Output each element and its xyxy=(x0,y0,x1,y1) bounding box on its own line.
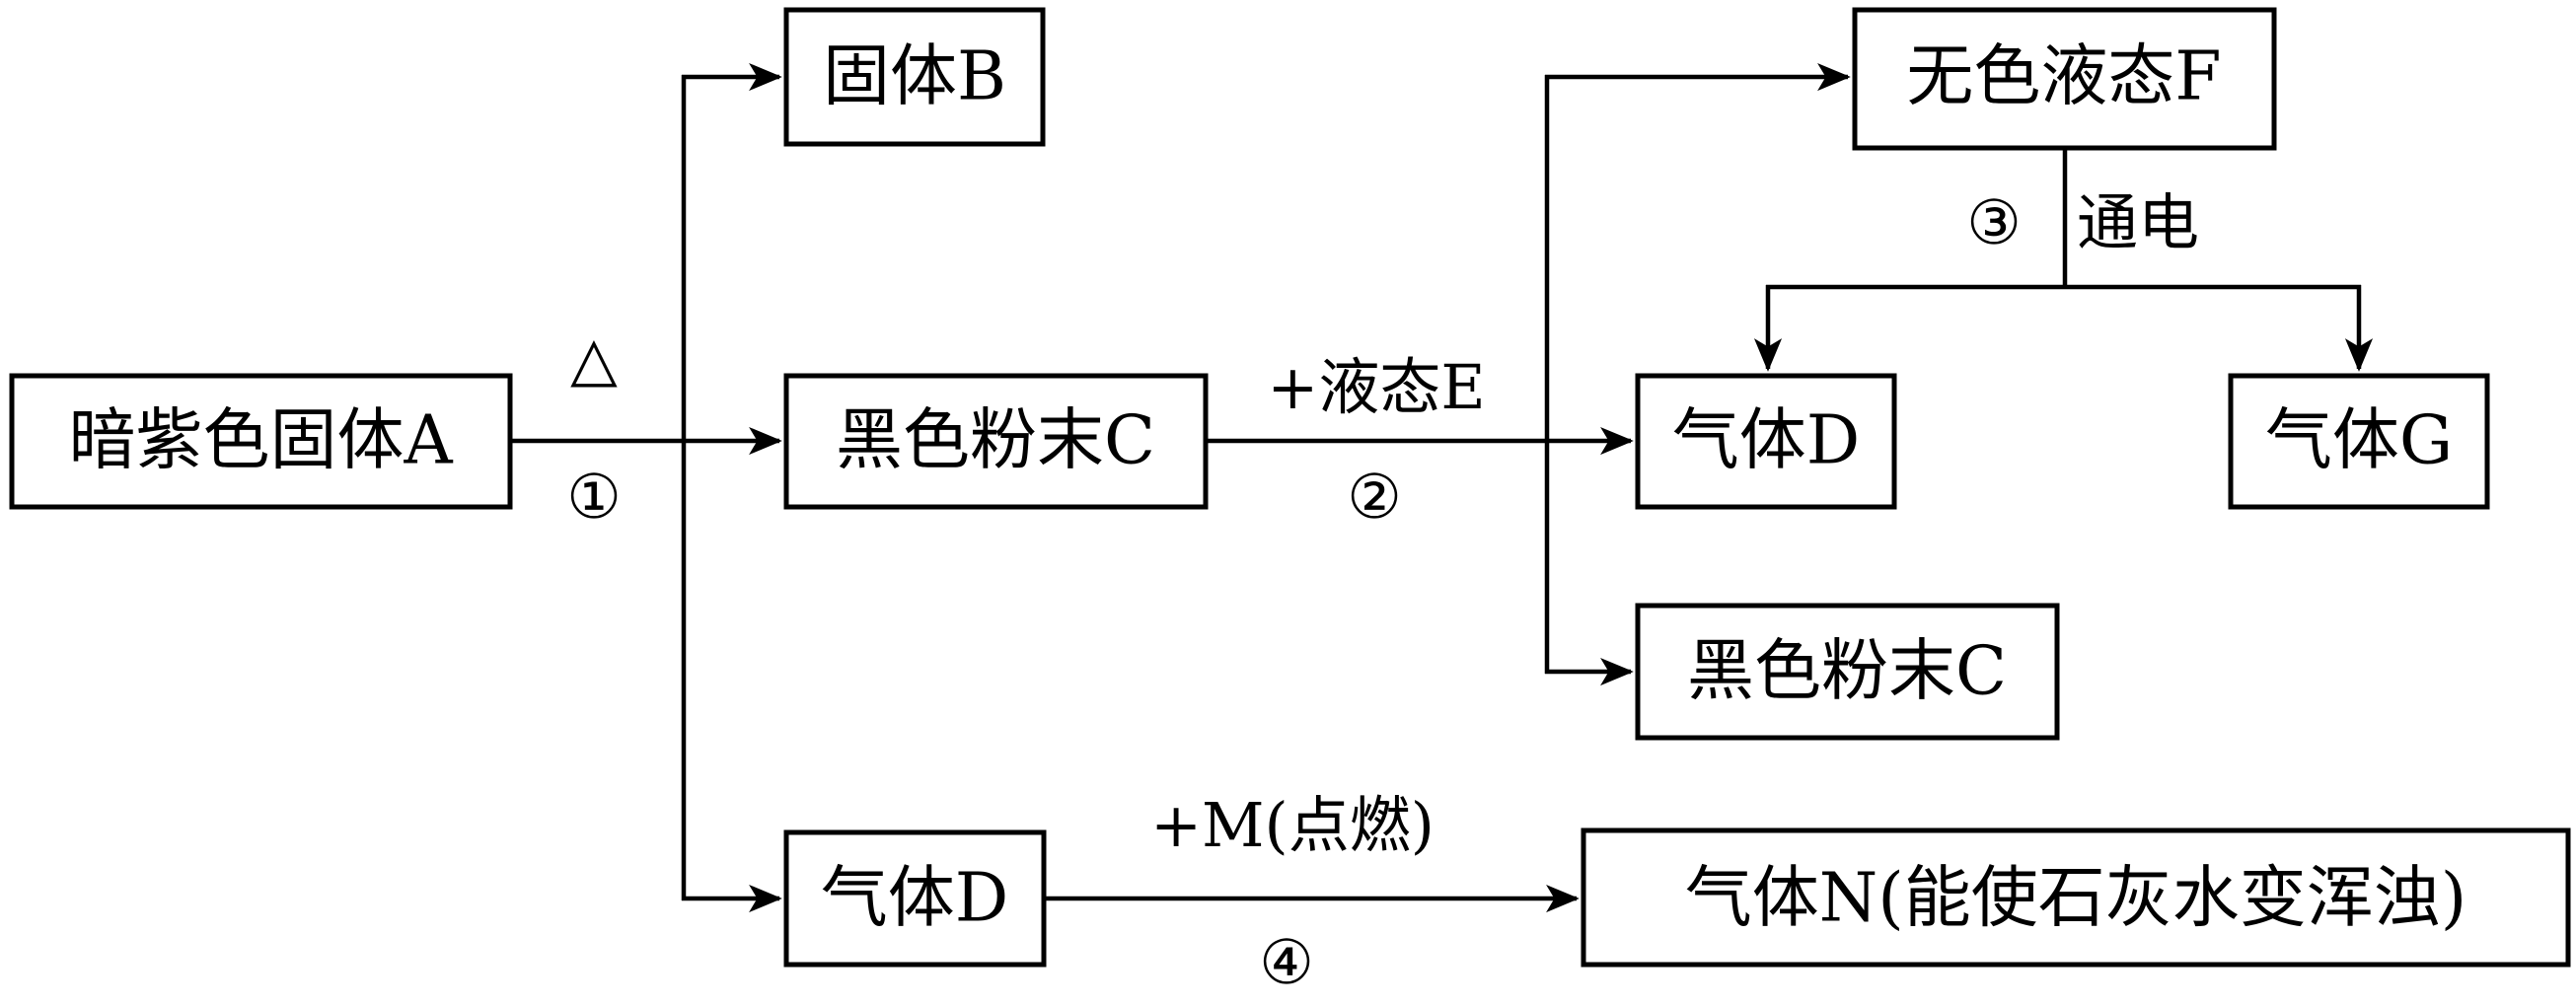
step4-reagent: +M(点燃) xyxy=(1150,789,1435,861)
node-d2: 气体D xyxy=(1635,373,1897,510)
node-n-label: 气体N(能使石灰水变浑浊) xyxy=(1685,860,2467,938)
node-g: 气体G xyxy=(2228,373,2490,510)
step4-number: ④ xyxy=(1259,926,1314,998)
node-f-label: 无色液态F xyxy=(1906,38,2221,116)
node-a-label: 暗紫色固体A xyxy=(68,402,453,480)
step2-reagent: +液态E xyxy=(1267,351,1485,423)
node-b: 固体B xyxy=(783,7,1046,147)
node-c2: 黑色粉末C xyxy=(1635,603,2060,741)
step1-condition: △ xyxy=(570,323,618,395)
node-d1-label: 气体D xyxy=(821,860,1009,938)
step1-number: ① xyxy=(566,461,622,533)
node-d2-label: 气体D xyxy=(1672,402,1861,480)
step3-condition: 通电 xyxy=(2077,186,2199,258)
node-c2-label: 黑色粉末C xyxy=(1687,633,2007,711)
node-d1: 气体D xyxy=(783,829,1047,968)
node-b-label: 固体B xyxy=(823,38,1006,116)
node-f: 无色液态F xyxy=(1852,7,2277,151)
node-a: 暗紫色固体A xyxy=(9,373,513,510)
node-g-label: 气体G xyxy=(2265,402,2453,480)
step2-number: ② xyxy=(1347,461,1402,533)
node-c1-label: 黑色粉末C xyxy=(836,402,1155,480)
node-n: 气体N(能使石灰水变浑浊) xyxy=(1581,827,2571,968)
step3-number: ③ xyxy=(1966,186,2022,258)
node-c1: 黑色粉末C xyxy=(783,373,1209,510)
